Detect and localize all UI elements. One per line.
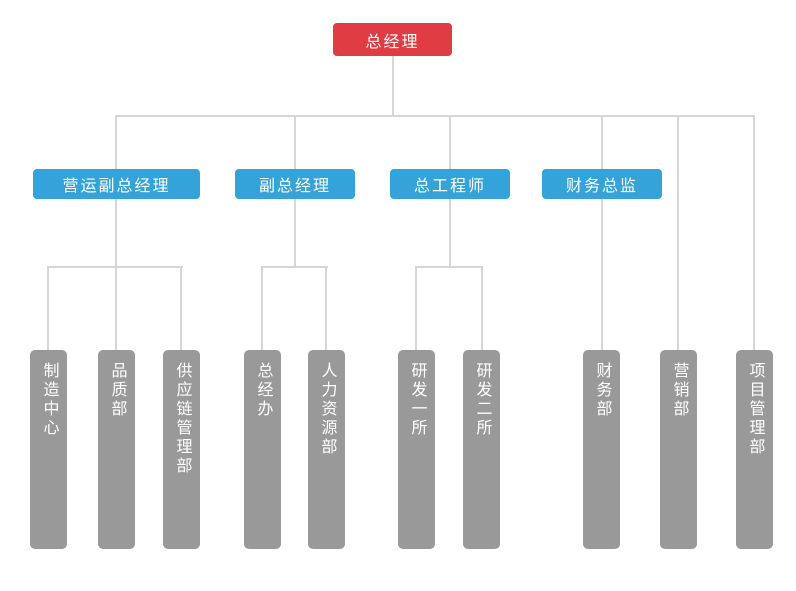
node-finance-dept[interactable]: 财务部 xyxy=(583,350,620,549)
node-manufacturing-center[interactable]: 制造中心 xyxy=(30,350,67,549)
node-general-manager[interactable]: 总经理 xyxy=(333,23,452,56)
connector-drop-operations xyxy=(115,115,117,169)
connector-drop-deputy-gm xyxy=(294,115,296,169)
node-finance-director[interactable]: 财务总监 xyxy=(542,169,662,199)
connector-main-horizontal xyxy=(116,115,755,117)
node-rd-institute-2[interactable]: 研发二所 xyxy=(463,350,500,549)
node-deputy-gm[interactable]: 副总经理 xyxy=(235,169,355,199)
node-label: 人力资源部 xyxy=(318,362,336,457)
node-gm-office[interactable]: 总经办 xyxy=(244,350,281,549)
connector-operations-trunk xyxy=(115,199,117,266)
node-supply-chain-dept[interactable]: 供应链管理部 xyxy=(163,350,200,549)
node-quality-dept[interactable]: 品质部 xyxy=(98,350,135,549)
connector-drop-quality xyxy=(115,266,117,350)
connector-drop-finance-dir xyxy=(601,115,603,169)
node-operations-deputy-gm[interactable]: 营运副总经理 xyxy=(33,169,200,199)
connector-deputy-trunk xyxy=(294,199,296,266)
connector-drop-gm-office xyxy=(261,266,263,350)
connector-drop-hr xyxy=(325,266,327,350)
node-label: 制造中心 xyxy=(40,362,58,438)
node-rd-institute-1[interactable]: 研发一所 xyxy=(398,350,435,549)
connector-finance-dir-trunk xyxy=(601,199,603,350)
connector-drop-rd1 xyxy=(415,266,417,350)
node-label: 项目管理部 xyxy=(746,362,764,457)
node-label: 研发二所 xyxy=(473,362,491,438)
connector-deputy-horizontal xyxy=(261,266,328,268)
node-project-mgmt-dept[interactable]: 项目管理部 xyxy=(736,350,773,549)
node-label: 财务部 xyxy=(593,362,611,419)
connector-drop-marketing xyxy=(677,115,679,350)
node-label: 营销部 xyxy=(670,362,688,419)
node-hr-dept[interactable]: 人力资源部 xyxy=(308,350,345,549)
connector-drop-supply-chain xyxy=(180,266,182,350)
node-label: 总经办 xyxy=(254,362,272,419)
connector-chief-eng-trunk xyxy=(449,199,451,266)
connector-drop-manufacturing xyxy=(47,266,49,350)
connector-drop-project-mgmt xyxy=(753,115,755,350)
connector-drop-chief-eng xyxy=(449,115,451,169)
connector-chief-eng-horizontal xyxy=(415,266,483,268)
node-label: 研发一所 xyxy=(408,362,426,438)
node-label: 供应链管理部 xyxy=(173,362,191,476)
node-marketing-dept[interactable]: 营销部 xyxy=(660,350,697,549)
connector-drop-rd2 xyxy=(481,266,483,350)
node-chief-engineer[interactable]: 总工程师 xyxy=(390,169,510,199)
connector-root-trunk xyxy=(392,56,394,115)
node-label: 品质部 xyxy=(108,362,126,419)
